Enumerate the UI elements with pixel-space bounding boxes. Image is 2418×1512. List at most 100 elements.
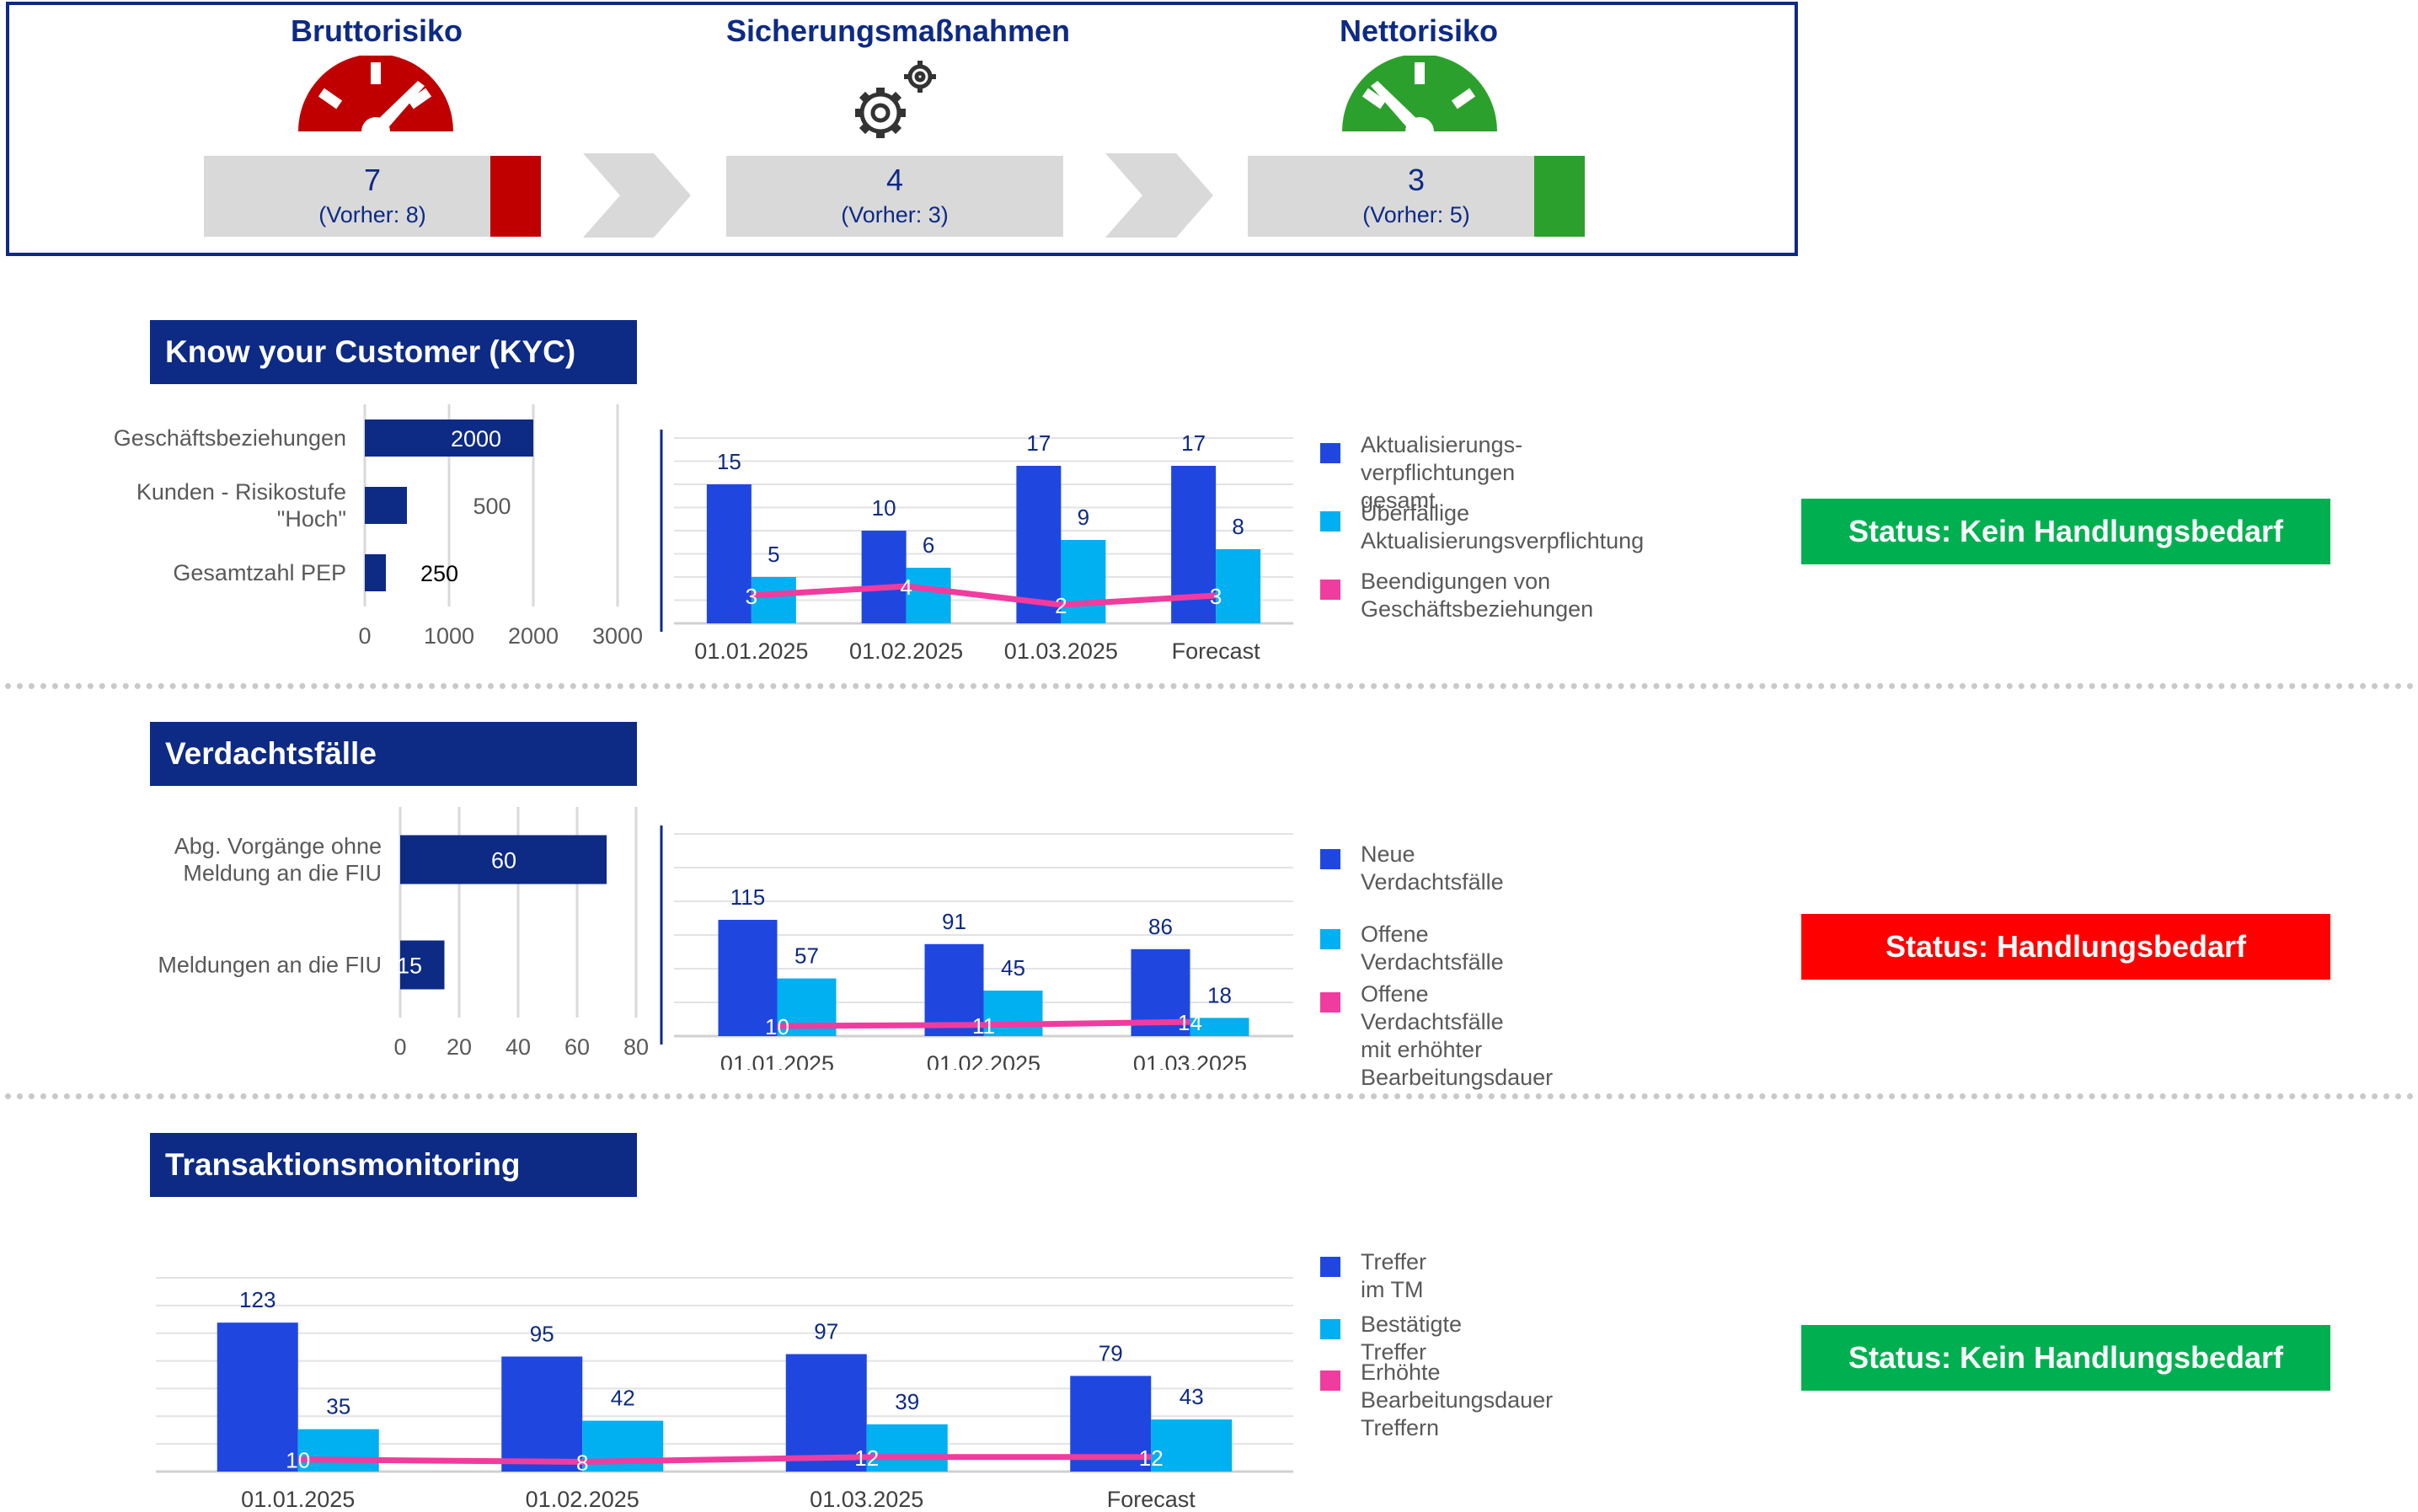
category-label: Abg. Vorgänge ohne <box>174 834 382 859</box>
bar <box>866 1424 948 1472</box>
data-label: 9 <box>1078 505 1089 530</box>
data-label: 18 <box>1207 982 1232 1007</box>
risk-overview-panel <box>6 2 1798 256</box>
tick-label: 0 <box>393 1034 406 1060</box>
category-label: Meldungen an die FIU <box>158 953 382 978</box>
category-label: Meldung an die FIU <box>183 861 382 886</box>
legend-label: Aktualisierungs- verpflichtungen gesamt <box>1361 432 1523 513</box>
bar <box>365 487 407 524</box>
legend-label: Erhöhte Bearbeitungsdauer Treffern <box>1361 1360 1554 1440</box>
line-data-label: 12 <box>1139 1445 1164 1471</box>
gauge-high-icon <box>298 56 453 143</box>
net-risk-previous: (Vorher: 5) <box>1362 202 1470 227</box>
kyc-status-badge: Status: Kein Handlungsbedarf <box>1801 499 2330 564</box>
data-label: 17 <box>1181 430 1206 456</box>
net-risk-box: 3 (Vorher: 5) <box>1248 156 1585 237</box>
legend-label: Beendigungen von Geschäftsbeziehungen <box>1361 569 1594 622</box>
data-label: 95 <box>530 1321 554 1346</box>
suspicious-status-badge: Status: Handlungsbedarf <box>1801 914 2330 980</box>
legend-label: Offene Verdachtsfälle mit erhöhter Bearb… <box>1361 981 1554 1090</box>
bar <box>706 484 752 623</box>
bar <box>1061 540 1106 623</box>
bar <box>400 940 445 990</box>
data-label: 79 <box>1099 1340 1123 1365</box>
legend-label: Offene Verdachtsfälle <box>1361 922 1504 975</box>
measures-box: 4 (Vorher: 3) <box>726 156 1063 237</box>
gross-risk-previous: (Vorher: 8) <box>318 202 426 227</box>
tick-label: 40 <box>506 1034 531 1060</box>
data-label: 17 <box>1026 430 1051 456</box>
line-data-label: 11 <box>972 1013 995 1039</box>
category-label: 01.02.2025 <box>526 1487 639 1512</box>
data-label: 250 <box>420 561 458 586</box>
category-label: Gesamtzahl PEP <box>173 560 346 585</box>
data-label: 91 <box>942 909 966 934</box>
measures-previous: (Vorher: 3) <box>841 202 949 227</box>
line-data-label: 3 <box>746 584 757 609</box>
category-label: 01.01.2025 <box>720 1051 834 1070</box>
tick-label: 0 <box>358 623 371 649</box>
line-data-label: 10 <box>765 1014 789 1039</box>
category-label: 01.02.2025 <box>927 1051 1040 1070</box>
data-label: 97 <box>814 1319 838 1344</box>
category-label: "Hoch" <box>277 506 346 532</box>
line-data-label: 2 <box>1055 593 1067 618</box>
tick-label: 2000 <box>508 623 559 649</box>
legend-swatch <box>1320 849 1340 869</box>
data-label: 6 <box>923 532 934 558</box>
bar <box>1016 466 1062 623</box>
bar <box>1151 1419 1233 1472</box>
line-data-label: 10 <box>286 1448 310 1473</box>
category-label: 01.02.2025 <box>849 638 963 664</box>
legend-swatch <box>1320 1370 1340 1391</box>
bar <box>1190 1018 1249 1036</box>
category-label: 01.03.2025 <box>810 1487 923 1512</box>
data-label: 10 <box>872 495 896 521</box>
legend-label: Überfällige Aktualisierungsverpflichtung <box>1361 500 1645 553</box>
bar <box>785 1354 867 1472</box>
bar <box>718 920 778 1036</box>
tick-label: 1000 <box>424 623 474 649</box>
arrow-chevron-icon <box>583 153 691 238</box>
section-divider <box>5 683 2415 689</box>
net-risk-indicator <box>1534 156 1585 237</box>
legend-swatch <box>1320 580 1340 600</box>
gears-icon <box>855 61 936 138</box>
data-label: 15 <box>397 954 422 979</box>
line-data-label: 14 <box>1178 1010 1202 1035</box>
data-label: 2000 <box>451 426 501 451</box>
category-label: Kunden - Risikostufe <box>136 479 346 505</box>
kyc-heading: Know your Customer (KYC) <box>150 320 637 384</box>
line-data-label: 12 <box>854 1445 879 1471</box>
measures-value: 4 <box>885 163 904 197</box>
bar <box>400 835 607 884</box>
bar <box>924 943 984 1036</box>
gross-risk-title: Bruttorisiko <box>290 13 463 48</box>
data-label: 5 <box>768 542 779 567</box>
measures-title: Sicherungsmaßnahmen <box>725 13 1071 48</box>
data-label: 35 <box>326 1394 350 1419</box>
tick-label: 3000 <box>592 623 643 649</box>
bar <box>501 1356 583 1472</box>
legend-swatch <box>1320 1319 1340 1339</box>
tm-combo-chart: 1233501.01.2025954201.02.2025973901.03.2… <box>156 1277 1293 1512</box>
section-divider <box>5 1093 2415 1099</box>
bar <box>217 1322 298 1472</box>
category-label: Forecast <box>1172 638 1261 664</box>
gross-risk-box: 7 (Vorher: 8) <box>204 156 541 237</box>
kyc-combo-chart: 15501.01.202510601.02.202517901.03.20251… <box>660 430 1293 664</box>
gross-risk-indicator <box>490 156 541 237</box>
category-label: 01.03.2025 <box>1133 1051 1247 1070</box>
data-label: 500 <box>473 494 511 519</box>
bar <box>1216 549 1261 623</box>
series-line <box>777 1018 1190 1029</box>
data-label: 43 <box>1180 1384 1204 1409</box>
legend-swatch <box>1320 443 1340 463</box>
category-label: 01.03.2025 <box>1004 638 1118 664</box>
tick-label: 20 <box>447 1034 472 1060</box>
legend-label: Bestätigte Treffer <box>1361 1312 1463 1365</box>
bar <box>365 419 533 457</box>
category-label: 01.01.2025 <box>241 1487 355 1512</box>
gross-risk-value: 7 <box>363 163 382 197</box>
bar <box>861 531 907 623</box>
